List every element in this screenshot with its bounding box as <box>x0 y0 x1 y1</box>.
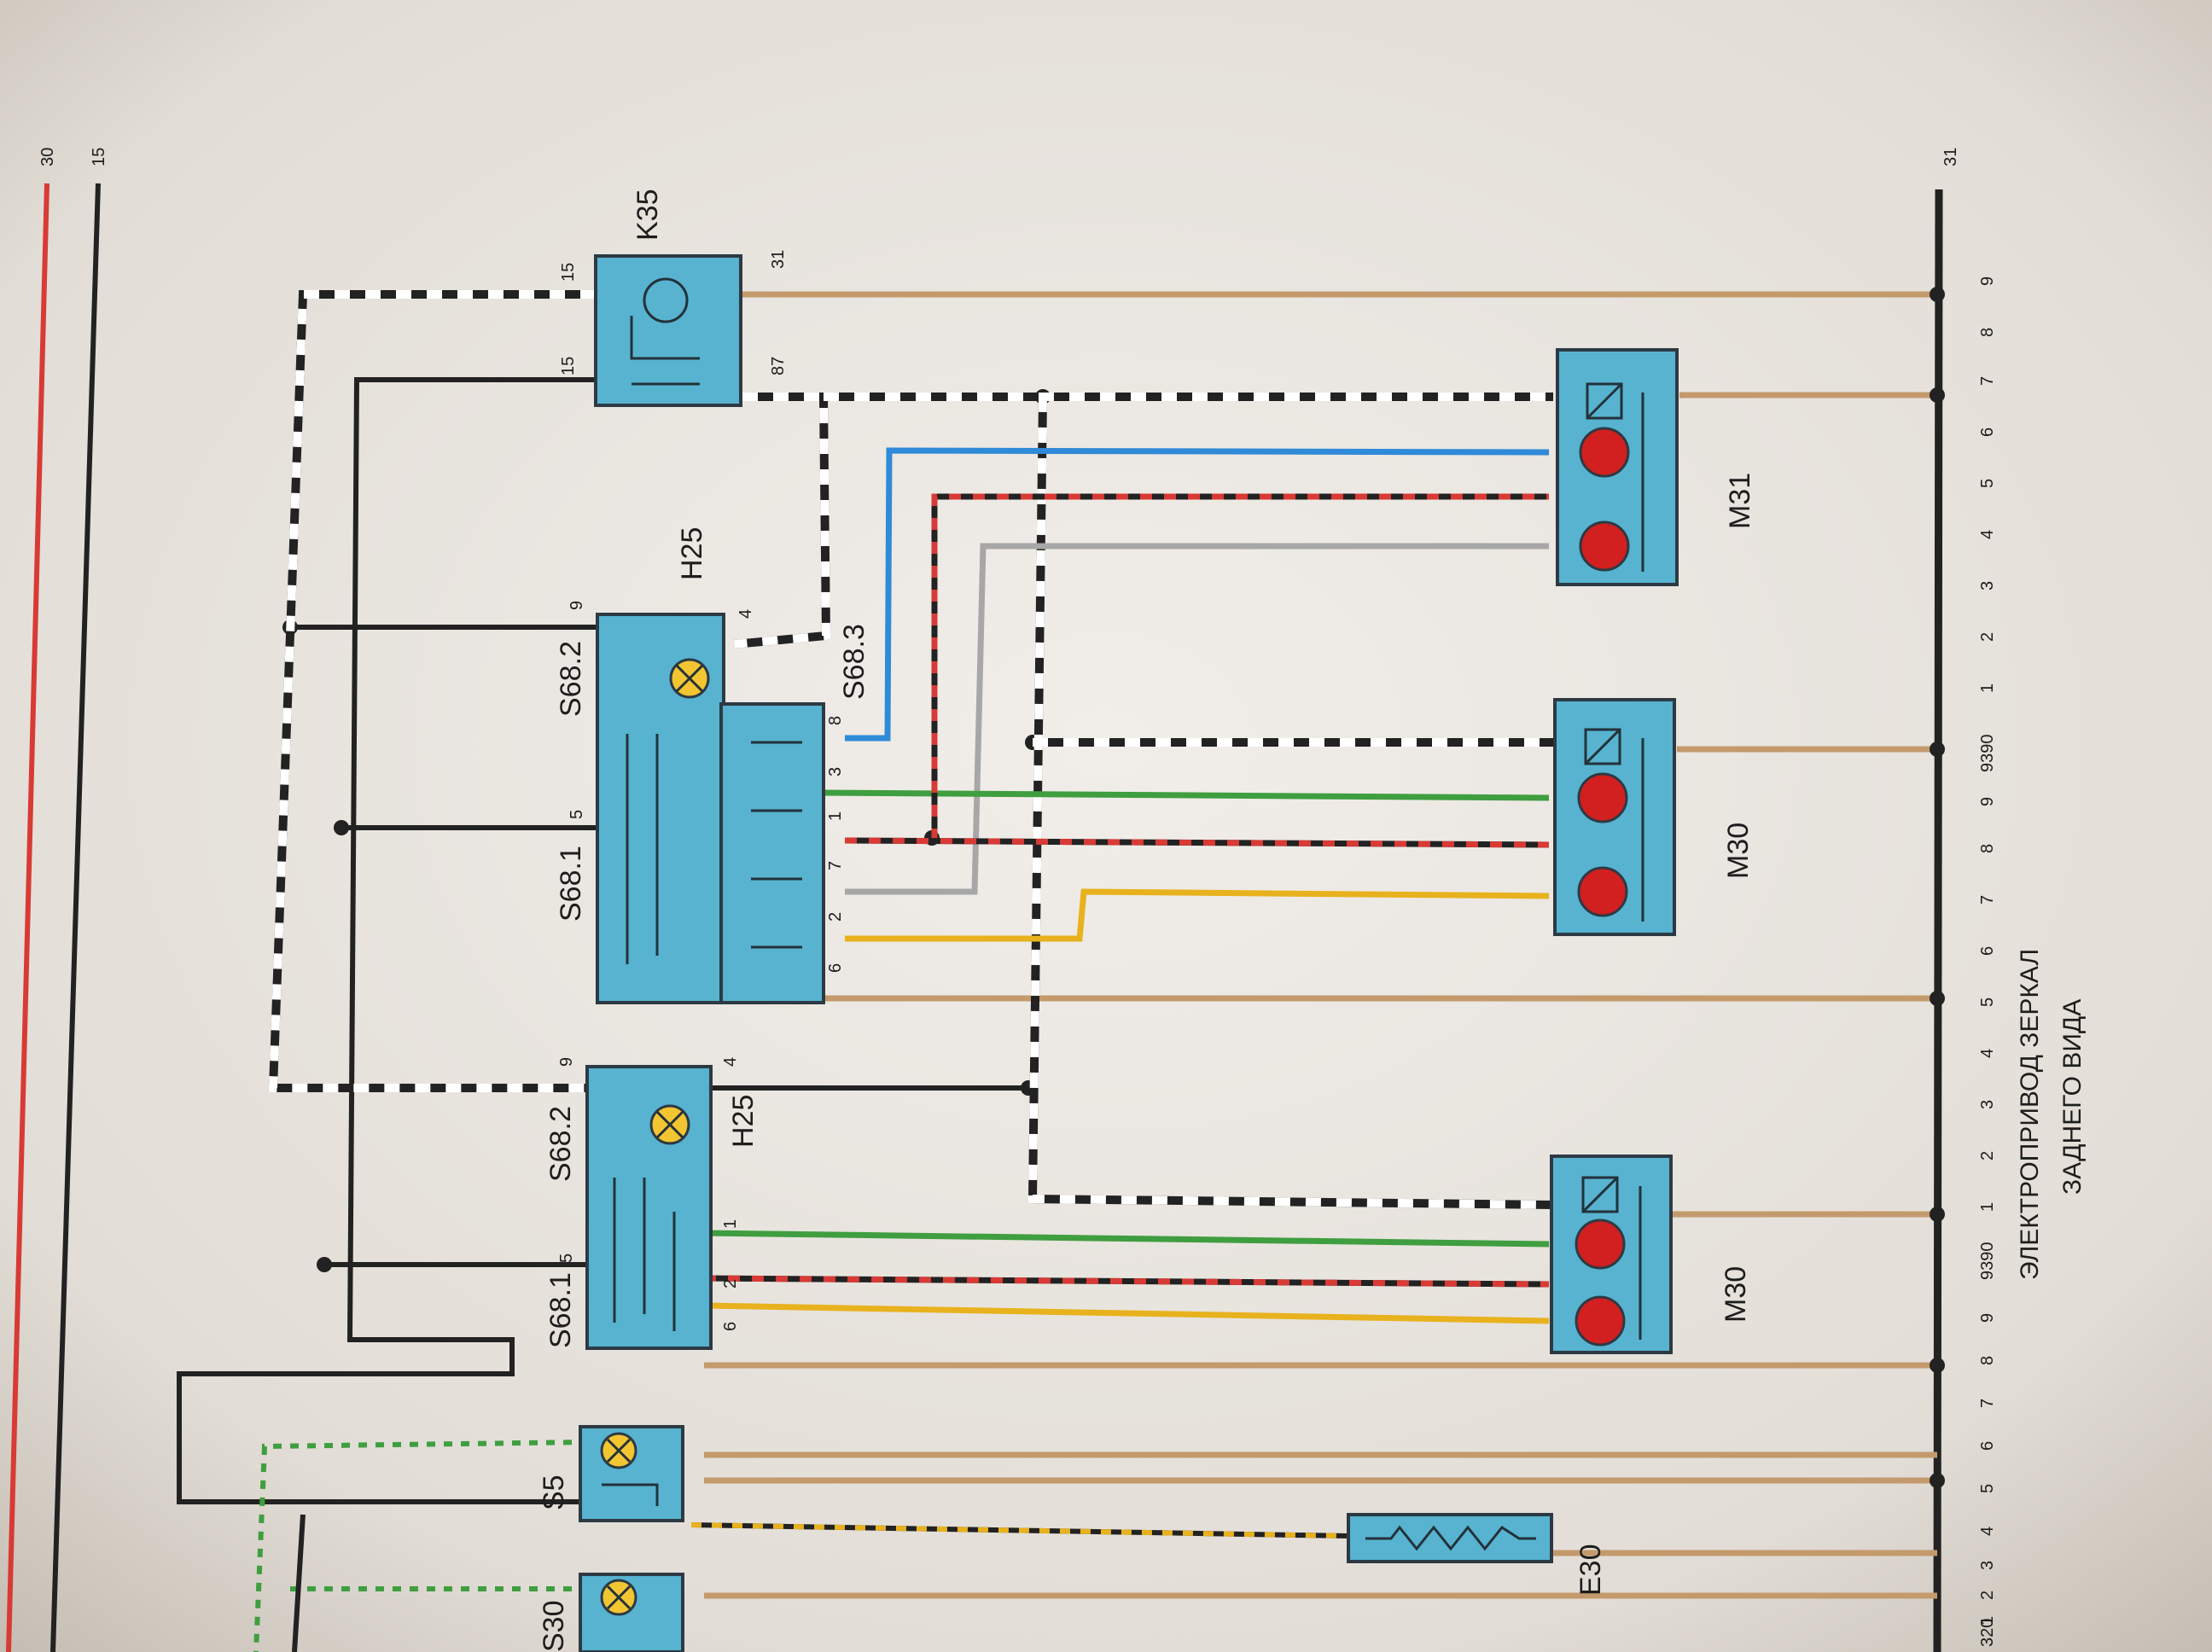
rail-31 <box>1933 189 1943 1652</box>
ground-junctions <box>1930 287 1945 1488</box>
heater-e30-label: E30 <box>1575 1544 1607 1597</box>
svg-text:8: 8 <box>826 716 845 725</box>
ground-wires <box>704 291 1937 1599</box>
mirror-motor-m30-lower: M30 <box>1550 1155 1752 1354</box>
grey-wire <box>845 543 1549 895</box>
svg-text:3: 3 <box>1978 1561 1997 1570</box>
svg-text:7: 7 <box>826 861 845 870</box>
lower-left-wires <box>253 1440 1349 1652</box>
svg-text:9390: 9390 <box>1978 1242 1997 1281</box>
switch-s68-3-label: S68.3 <box>838 624 870 700</box>
svg-text:2: 2 <box>1978 632 1997 642</box>
svg-text:3: 3 <box>1978 1100 1997 1109</box>
dashed-wires <box>268 290 1554 1209</box>
svg-text:6: 6 <box>721 1322 740 1331</box>
svg-text:3: 3 <box>826 767 845 777</box>
svg-text:4: 4 <box>1978 530 1997 539</box>
rail-15-label: 15 <box>90 148 108 166</box>
svg-text:8: 8 <box>1978 328 1997 337</box>
yellow-wire-lower <box>703 1302 1550 1324</box>
ground-tick-labels: 9 8 7 6 5 4 3 2 1 9390 9 8 7 6 5 4 3 2 1… <box>1978 276 1997 1647</box>
svg-text:6: 6 <box>1978 946 1997 956</box>
signal-wires <box>703 447 1550 1324</box>
svg-text:7: 7 <box>1978 895 1997 905</box>
diagram-caption: ЭЛЕКТРОПРИВОД ЗЕРКАЛ ЗАДНЕГО ВИДА <box>2016 949 2087 1280</box>
svg-text:4: 4 <box>736 609 755 619</box>
caption-line-1: ЭЛЕКТРОПРИВОД ЗЕРКАЛ <box>2016 949 2044 1280</box>
svg-text:5: 5 <box>557 1254 576 1263</box>
svg-text:2: 2 <box>826 912 845 922</box>
heater-e30: E30 <box>1347 1513 1607 1597</box>
svg-text:6: 6 <box>1978 428 1997 437</box>
switch-s68-2-lower-label: S68.2 <box>544 1106 577 1182</box>
switch-s5-label: S5 <box>538 1475 570 1510</box>
upper-mirror-switch: H25 S68.2 S68.1 S68.3 9 4 5 8 3 1 7 2 6 <box>555 527 870 1004</box>
motor-m30-upper-label: M30 <box>1722 823 1755 879</box>
green-wire-upper <box>703 788 1550 801</box>
lower-mirror-switch: H25 S68.2 S68.1 9 4 5 1 2 6 <box>544 1057 760 1350</box>
svg-text:9: 9 <box>1978 1313 1997 1323</box>
power-rails: 30 15 <box>6 148 108 1652</box>
svg-text:3: 3 <box>1978 581 1997 590</box>
k35-pin-31: 31 <box>769 250 788 269</box>
svg-text:2: 2 <box>1978 1151 1997 1160</box>
k35-pin-87: 87 <box>769 357 788 375</box>
switch-s68-1-label: S68.1 <box>555 846 587 922</box>
rail-15 <box>50 183 101 1652</box>
k35-pin-15b: 15 <box>559 357 578 375</box>
svg-text:1: 1 <box>721 1219 740 1229</box>
svg-text:7: 7 <box>1978 376 1997 386</box>
switch-s68-1-lower-label: S68.1 <box>544 1272 577 1348</box>
svg-text:4: 4 <box>1978 1049 1997 1058</box>
svg-text:5: 5 <box>1978 1484 1997 1493</box>
svg-text:5: 5 <box>1978 479 1997 488</box>
k35-pin-15a: 15 <box>559 263 578 282</box>
svg-text:9: 9 <box>1978 276 1997 286</box>
ground-bus: 31 <box>1933 148 1960 1652</box>
svg-text:9: 9 <box>568 601 586 610</box>
svg-text:5: 5 <box>1978 998 1997 1007</box>
lamp-h25-label: H25 <box>676 527 708 580</box>
svg-text:320: 320 <box>1978 1619 1997 1647</box>
svg-text:4: 4 <box>1978 1527 1997 1536</box>
svg-text:1: 1 <box>1978 1202 1997 1212</box>
svg-text:1: 1 <box>1978 683 1997 693</box>
mirror-motor-m30-upper: M30 <box>1553 698 1755 936</box>
switch-s30-label: S30 <box>538 1601 570 1652</box>
rail-31-label: 31 <box>1941 148 1960 166</box>
green-wire-lower <box>703 1230 1550 1248</box>
svg-text:4: 4 <box>721 1057 740 1067</box>
svg-text:5: 5 <box>568 810 586 819</box>
svg-text:6: 6 <box>1978 1441 1997 1451</box>
relay-k35-label: K35 <box>632 189 664 241</box>
yellow-wire-upper <box>845 888 1550 942</box>
rail-30-label: 30 <box>38 148 57 166</box>
switch-s5: S5 <box>538 1425 684 1522</box>
relay-k35: K35 15 15 31 87 <box>559 189 788 407</box>
feed-wires <box>177 377 1028 1504</box>
svg-text:2: 2 <box>1978 1591 1997 1600</box>
svg-text:2: 2 <box>721 1279 740 1288</box>
svg-text:7: 7 <box>1978 1399 1997 1408</box>
svg-text:6: 6 <box>826 963 845 973</box>
motor-m30-lower-label: M30 <box>1720 1266 1752 1323</box>
redblack-wire-2 <box>844 837 1550 848</box>
lamp-h25-lower-label: H25 <box>727 1095 760 1148</box>
blue-wire <box>845 447 1550 742</box>
svg-text:9: 9 <box>1978 797 1997 806</box>
svg-text:9390: 9390 <box>1978 735 1997 773</box>
motor-m31-label: M31 <box>1724 473 1756 529</box>
switch-s30: S30 <box>538 1573 684 1652</box>
caption-line-2: ЗАДНЕГО ВИДА <box>2058 999 2087 1195</box>
svg-text:8: 8 <box>1978 844 1997 853</box>
svg-text:9: 9 <box>557 1057 576 1067</box>
switch-s68-2-label: S68.2 <box>555 641 587 717</box>
mirror-motor-m31: M31 <box>1556 348 1756 586</box>
rail-30 <box>6 183 49 1652</box>
svg-text:8: 8 <box>1978 1356 1997 1365</box>
svg-text:1: 1 <box>1978 1616 1997 1626</box>
svg-text:1: 1 <box>826 811 845 821</box>
